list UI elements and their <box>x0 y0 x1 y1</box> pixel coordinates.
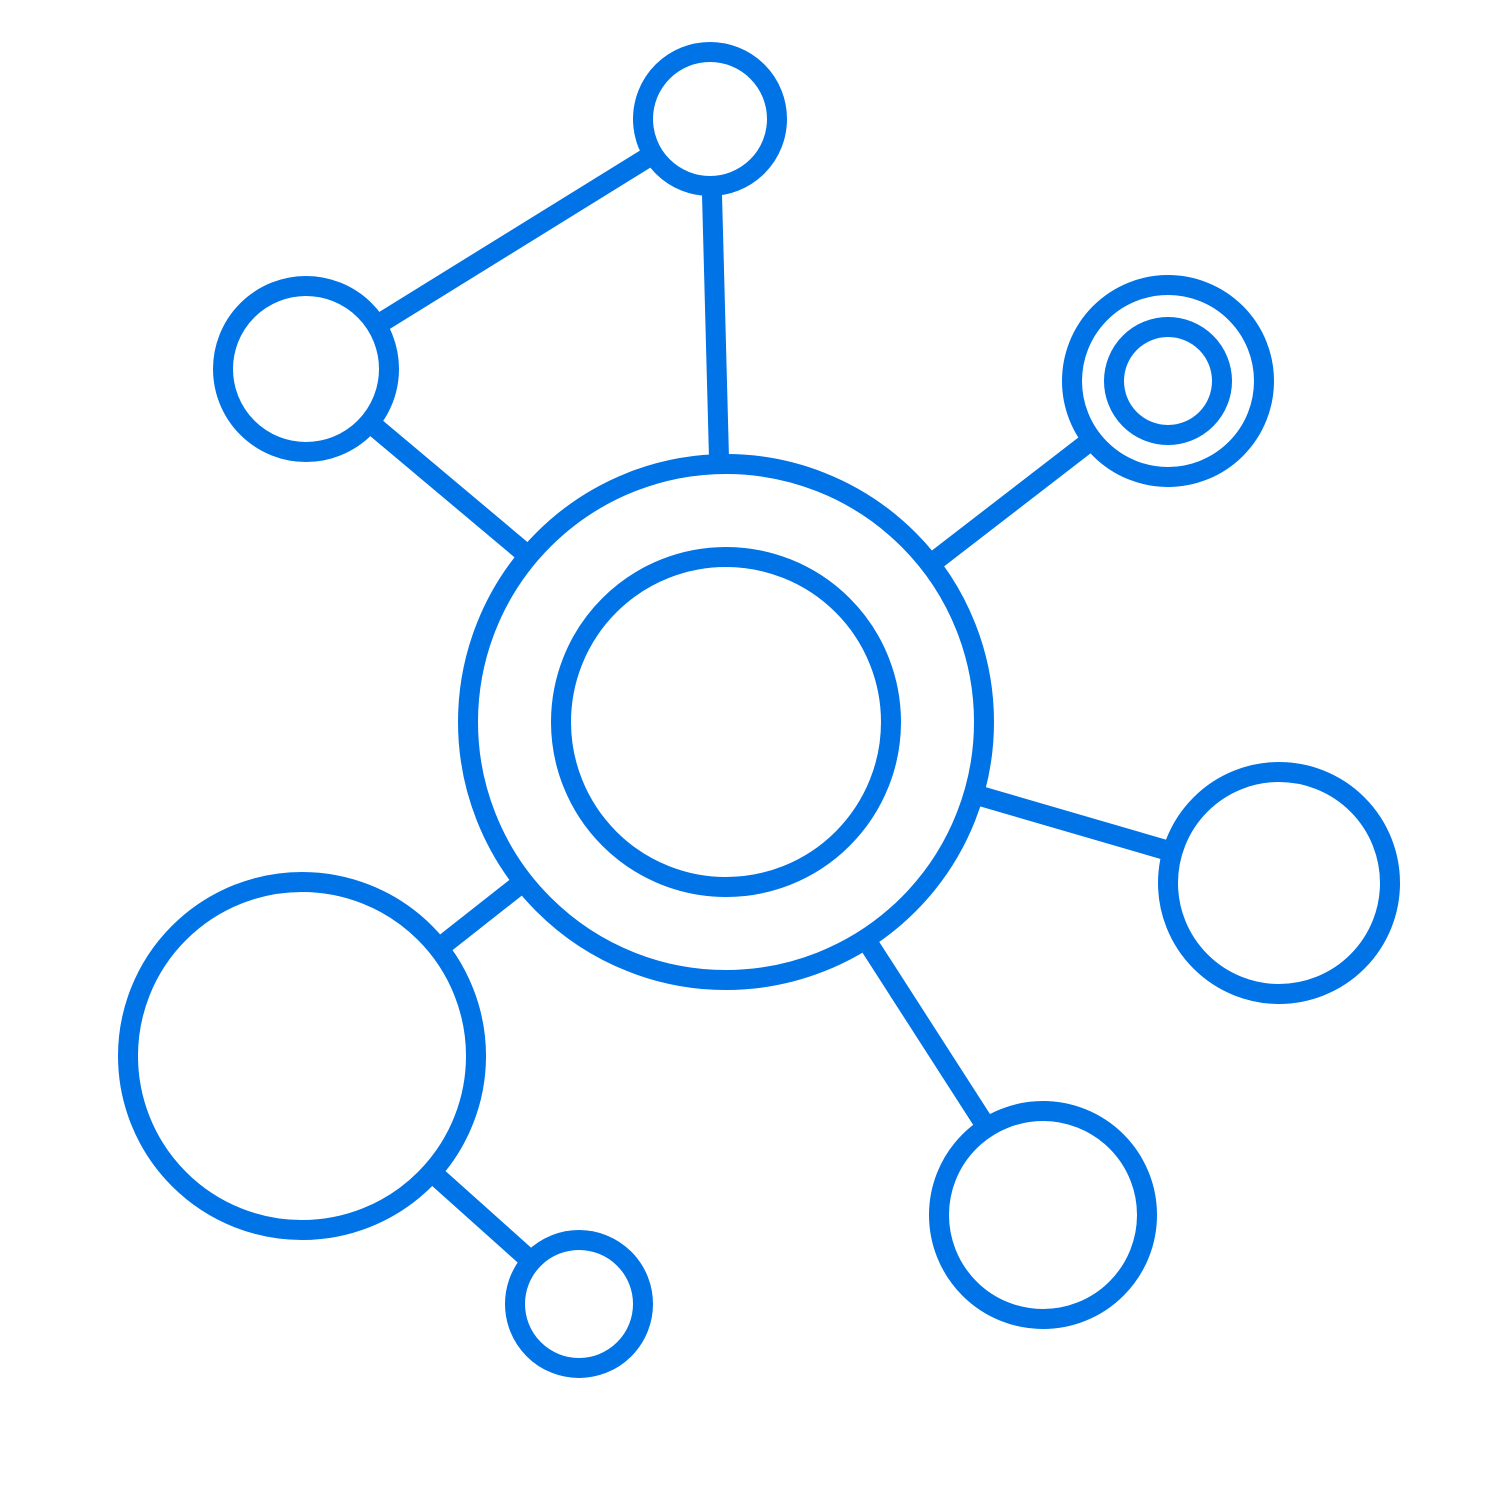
node-hub <box>458 454 994 990</box>
node-lower-right <box>929 1101 1157 1329</box>
node-upper-left-outer-ring <box>213 276 399 462</box>
node-right <box>1158 762 1400 1004</box>
node-lower-left-small-outer-ring <box>505 1230 653 1378</box>
node-hub-inner-ring <box>551 547 901 897</box>
node-top-outer-ring <box>633 42 787 196</box>
node-lower-left-large-outer-ring <box>118 872 486 1240</box>
node-lower-left-small <box>505 1230 653 1378</box>
node-top <box>633 42 787 196</box>
node-lower-left-large <box>118 872 486 1240</box>
node-lower-right-outer-ring <box>929 1101 1157 1329</box>
node-upper-right-inner-ring <box>1104 317 1232 445</box>
node-upper-right <box>1062 275 1274 487</box>
node-right-outer-ring <box>1158 762 1400 1004</box>
nodes-layer <box>118 42 1400 1378</box>
node-upper-left <box>213 276 399 462</box>
